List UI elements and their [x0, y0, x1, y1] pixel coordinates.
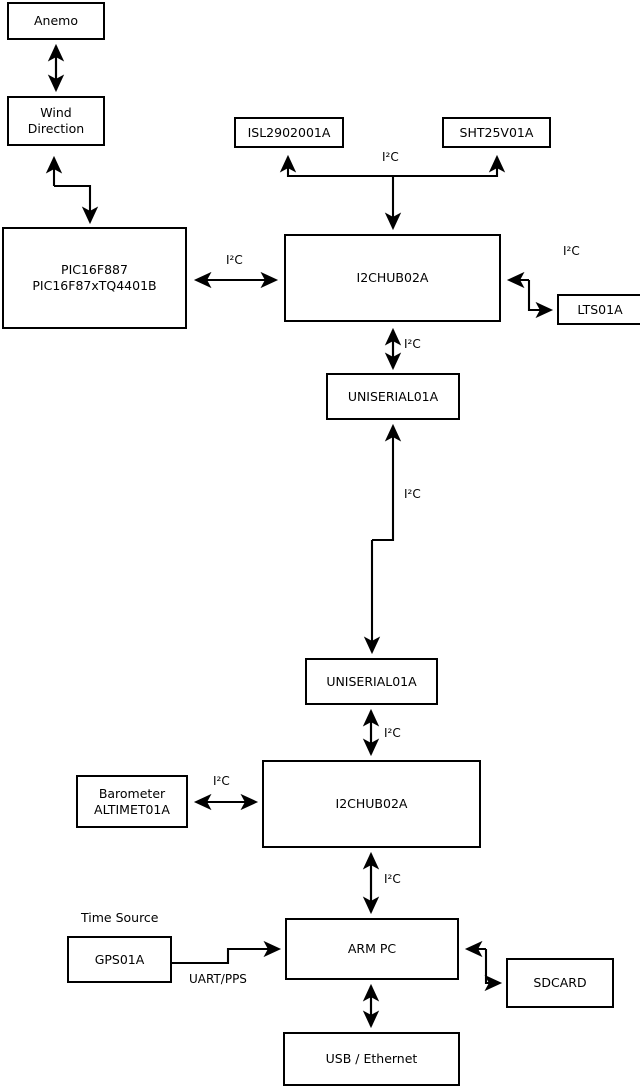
- node-arm-pc-label: ARM PC: [347, 941, 397, 957]
- node-isl2902001a-label: ISL2902001A: [247, 124, 331, 140]
- edge-label-hub-to-uniserial: I²C: [404, 337, 421, 351]
- node-usb-ethernet-label: USB / Ethernet: [325, 1051, 418, 1067]
- node-lts01a[interactable]: LTS01A: [557, 294, 640, 325]
- node-gps01a-label: GPS01A: [94, 951, 145, 967]
- node-pic-microcontroller[interactable]: PIC16F887 PIC16F87xTQ4401B: [2, 227, 187, 329]
- node-i2chub02a-bottom[interactable]: I2CHUB02A: [262, 760, 481, 848]
- node-sdcard-label: SDCARD: [533, 975, 587, 991]
- node-anemo-label: Anemo: [34, 13, 78, 29]
- node-isl2902001a[interactable]: ISL2902001A: [234, 117, 344, 148]
- node-i2chub02a-top[interactable]: I2CHUB02A: [284, 234, 501, 322]
- node-uniserial01a-bottom-label: UNISERIAL01A: [326, 673, 417, 689]
- node-gps01a[interactable]: GPS01A: [67, 936, 172, 983]
- node-barometer-label-2: ALTIMET01A: [94, 801, 170, 817]
- node-i2chub02a-bottom-label: I2CHUB02A: [335, 796, 408, 812]
- edge-label-hub2-to-barometer: I²C: [213, 774, 230, 788]
- node-lts01a-label: LTS01A: [577, 301, 623, 317]
- node-uniserial01a-top-label: UNISERIAL01A: [347, 388, 439, 404]
- edge-label-hub2-to-arm: I²C: [384, 872, 401, 886]
- node-pic-label-2: PIC16F87xTQ4401B: [32, 278, 157, 293]
- edge-label-sensors-bus: I²C: [382, 150, 399, 164]
- node-uniserial01a-top[interactable]: UNISERIAL01A: [326, 373, 460, 420]
- wire-pic-wind-leg: [54, 184, 99, 225]
- edge-label-uniserial-to-hub2: I²C: [384, 726, 401, 740]
- node-uniserial01a-bottom[interactable]: UNISERIAL01A: [305, 658, 438, 705]
- label-time-source: Time Source: [81, 910, 159, 925]
- node-wind-direction-label-2: Direction: [27, 121, 85, 136]
- node-sht25v01a-label: SHT25V01A: [459, 124, 534, 140]
- wire-uniserial-link-up: [372, 423, 402, 542]
- wire-gps-arm: [172, 940, 282, 965]
- node-usb-ethernet[interactable]: USB / Ethernet: [283, 1032, 460, 1086]
- node-wind-direction-label-1: Wind: [40, 105, 72, 121]
- edge-label-hub-to-lts: I²C: [563, 244, 580, 258]
- node-pic-label-1: PIC16F887: [61, 262, 128, 278]
- node-barometer-altimet01a[interactable]: Barometer ALTIMET01A: [76, 775, 188, 828]
- node-anemo[interactable]: Anemo: [7, 2, 105, 40]
- node-barometer-label-1: Barometer: [98, 785, 166, 801]
- edge-label-pic-to-hub: I²C: [226, 253, 243, 267]
- wire-bus-sht: [393, 154, 506, 178]
- wire-hub-lts: [527, 280, 554, 319]
- edge-label-gps-to-arm: UART/PPS: [189, 972, 247, 986]
- wire-bus-isl: [279, 154, 393, 178]
- node-i2chub02a-top-label: I2CHUB02A: [356, 270, 429, 286]
- node-sdcard[interactable]: SDCARD: [506, 958, 614, 1008]
- node-wind-direction[interactable]: Wind Direction: [7, 96, 105, 146]
- edge-label-uniserial-link: I²C: [404, 487, 421, 501]
- wire-arm-sdcard: [484, 949, 503, 992]
- node-arm-pc[interactable]: ARM PC: [285, 918, 459, 980]
- node-sht25v01a[interactable]: SHT25V01A: [442, 117, 551, 148]
